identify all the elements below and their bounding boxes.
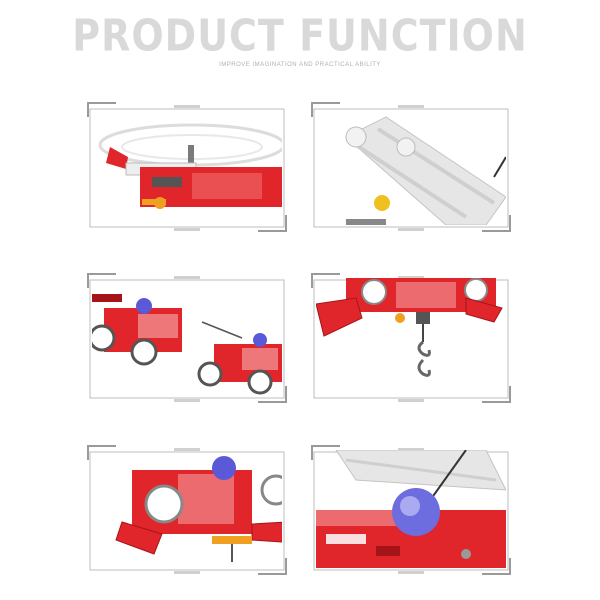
panel-hovercraft-model <box>86 440 288 578</box>
panel-two-vehicle-models <box>86 268 288 406</box>
hook-icon <box>316 278 503 377</box>
panel-ladder-arm <box>310 97 512 235</box>
dome-icon <box>316 450 506 568</box>
page-title: PRODUCT FUNCTION <box>72 10 528 61</box>
panel-crane-hook <box>310 268 512 406</box>
hovercraft-icon <box>115 456 282 562</box>
panel-helicopter-rotor <box>86 97 288 235</box>
helicopter-icon <box>98 123 282 209</box>
panel-cabin-detail <box>310 440 512 578</box>
page-subtitle: IMPROVE IMAGINATION AND PRACTICAL ABILIT… <box>219 62 381 68</box>
ladder-icon <box>345 116 506 225</box>
car-icon <box>92 294 282 395</box>
